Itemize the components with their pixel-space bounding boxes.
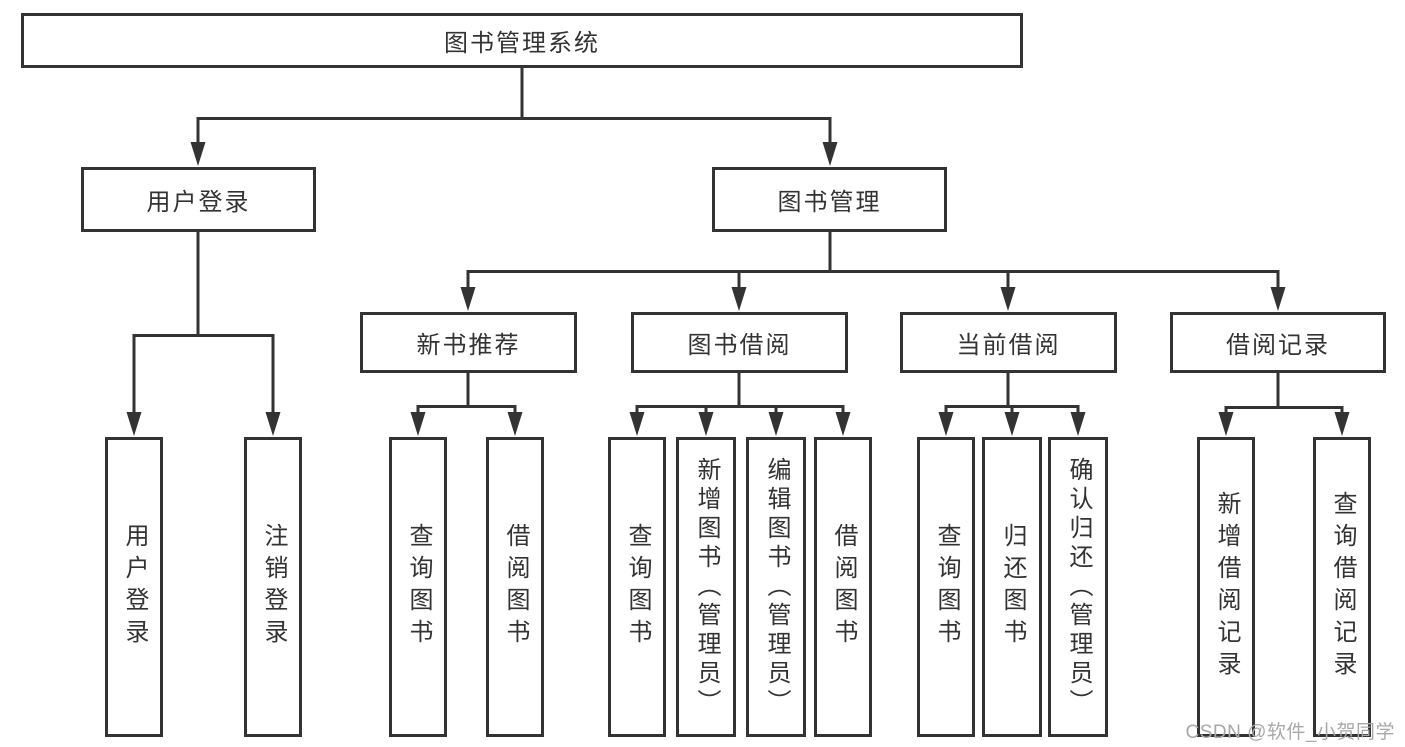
leaf-borrow-books-1: 借阅图书 [486, 437, 544, 737]
arrowhead [1218, 412, 1234, 436]
leaf-return-books: 归还图书 [982, 437, 1042, 737]
node-borrowing-records-label: 借阅记录 [1226, 332, 1330, 359]
arrowhead [410, 412, 426, 436]
arrowhead [460, 287, 476, 311]
leaf-query-borrow-record-label: 查询借阅记录 [1329, 491, 1356, 683]
leaf-edit-books-admin-label: 编辑图书（管理员） [763, 456, 790, 718]
node-book-borrowing: 图书借阅 [631, 312, 848, 373]
leaf-borrow-books-2-label: 借阅图书 [830, 523, 857, 651]
arrowhead [507, 412, 523, 436]
node-current-borrowing: 当前借阅 [900, 312, 1117, 373]
arrowhead [1004, 412, 1020, 436]
leaf-user-login: 用户登录 [105, 437, 163, 737]
arrowhead [190, 142, 206, 166]
arrowhead [835, 412, 851, 436]
leaf-add-books-admin-label: 新增图书（管理员） [693, 456, 720, 718]
leaf-query-books-1-label: 查询图书 [405, 523, 432, 651]
node-borrowing-records: 借阅记录 [1170, 312, 1386, 373]
arrowhead [126, 412, 142, 436]
csdn-watermark: CSDN @软件_小贺同学 [1185, 722, 1395, 743]
node-book-management: 图书管理 [712, 167, 947, 232]
arrowhead [629, 412, 645, 436]
leaf-query-books-3-label: 查询图书 [933, 523, 960, 651]
leaf-borrow-books-1-label: 借阅图书 [502, 523, 529, 651]
arrowhead [698, 412, 714, 436]
leaf-user-login-label: 用户登录 [121, 523, 148, 651]
arrowhead [1070, 412, 1086, 436]
leaf-edit-books-admin: 编辑图书（管理员） [746, 437, 806, 737]
node-user-login-label: 用户登录 [146, 189, 251, 216]
node-book-management-label: 图书管理 [777, 189, 882, 216]
leaf-query-books-2-label: 查询图书 [624, 523, 651, 651]
node-current-borrowing-label: 当前借阅 [956, 332, 1061, 359]
leaf-add-borrow-record-label: 新增借阅记录 [1213, 491, 1240, 683]
arrowhead [1270, 287, 1286, 311]
arrowhead [731, 287, 747, 311]
leaf-logout: 注销登录 [244, 437, 302, 737]
leaf-add-books-admin: 新增图书（管理员） [676, 437, 736, 737]
leaf-query-borrow-record: 查询借阅记录 [1313, 437, 1371, 737]
node-user-login: 用户登录 [81, 167, 316, 232]
leaf-query-books-2: 查询图书 [608, 437, 666, 737]
node-new-book-recommend: 新书推荐 [360, 312, 577, 373]
arrowhead [1334, 412, 1350, 436]
arrowhead [768, 412, 784, 436]
leaf-borrow-books-2: 借阅图书 [814, 437, 872, 737]
leaf-confirm-return-admin-label: 确认归还（管理员） [1065, 456, 1092, 718]
node-book-borrowing-label: 图书借阅 [687, 332, 792, 359]
leaf-logout-label: 注销登录 [260, 523, 287, 651]
connector-path [132, 66, 1344, 418]
node-library-management-system-label: 图书管理系统 [444, 30, 600, 57]
leaf-add-borrow-record: 新增借阅记录 [1197, 437, 1255, 737]
arrowhead [938, 412, 954, 436]
node-library-management-system: 图书管理系统 [21, 13, 1023, 68]
leaf-query-books-3: 查询图书 [917, 437, 975, 737]
leaf-return-books-label: 归还图书 [999, 523, 1026, 651]
arrowhead [822, 142, 838, 166]
leaf-confirm-return-admin: 确认归还（管理员） [1048, 437, 1108, 737]
leaf-query-books-1: 查询图书 [389, 437, 447, 737]
node-new-book-recommend-label: 新书推荐 [416, 332, 521, 359]
arrowhead [265, 412, 281, 436]
arrowhead [1000, 287, 1016, 311]
